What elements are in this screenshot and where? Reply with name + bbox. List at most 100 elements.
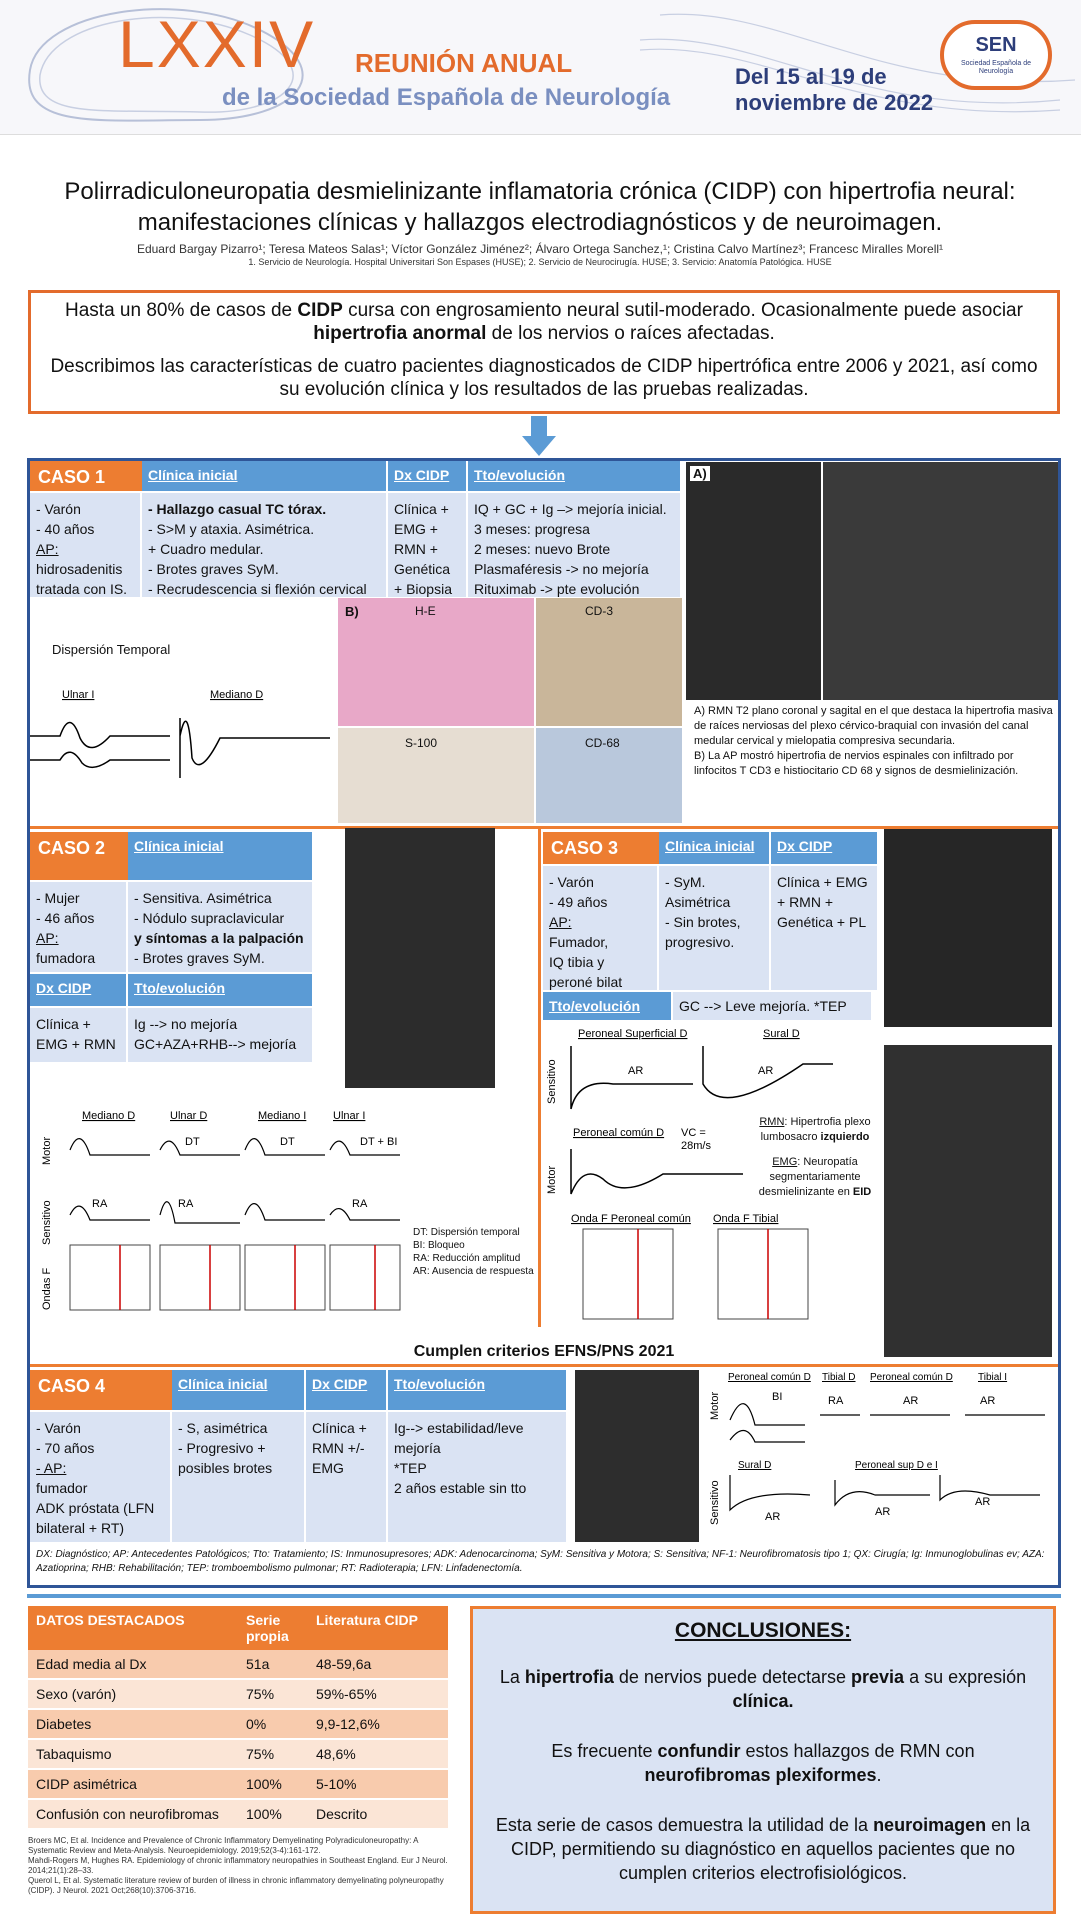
table-cell: 48,6% xyxy=(308,1739,448,1770)
clin-line: posibles brotes xyxy=(178,1460,273,1476)
text: de nervios puede detectarse xyxy=(613,1667,852,1687)
case3-rmn-note: RMN: Hipertrofia plexo lumbosacro izquie… xyxy=(750,1115,880,1145)
he-histology-image xyxy=(338,598,534,726)
text: Esta serie de casos demuestra la utilida… xyxy=(495,1815,874,1835)
conclusion-2: Es frecuente confundir estos hallazgos d… xyxy=(493,1739,1033,1787)
table-cell: 51a xyxy=(238,1650,308,1680)
tto-line: Plasmaféresis -> no mejoría xyxy=(474,561,649,577)
reference: Broers MC, Et al. Incidence and Prevalen… xyxy=(28,1836,418,1855)
dx-line: EMG xyxy=(312,1460,344,1476)
clin-line: - Recrudescencia si flexión cervical xyxy=(148,581,367,597)
intro-text: Hasta un 80% de casos de xyxy=(65,300,298,321)
col-label: Ulnar D xyxy=(170,1110,207,1122)
title-line-2: manifestaciones clínicas y hallazgos ele… xyxy=(137,209,943,236)
case4-header-clinica: Clínica inicial xyxy=(172,1370,306,1410)
psup-label: Peroneal sup D e I xyxy=(855,1460,938,1471)
clin-line: - Hallazgo casual TC tórax. xyxy=(148,501,327,517)
ar-label: AR xyxy=(975,1496,990,1508)
tib-label: Tibial D xyxy=(822,1372,856,1383)
reference: Querol L, Et al. Systematic literature r… xyxy=(28,1876,444,1895)
patient-line: AP: xyxy=(549,914,572,930)
ar-label: AR xyxy=(628,1065,643,1077)
case3-emg-note: EMG: Neuropatía segmentariamente desmiel… xyxy=(750,1155,880,1200)
patient-line: - Varón xyxy=(36,1420,81,1436)
patient-line: ADK próstata (LFN xyxy=(36,1500,155,1516)
event-dates: Del 15 al 19 de noviembre de 2022 xyxy=(735,64,935,116)
patient-line: - Mujer xyxy=(36,890,80,906)
abbreviations: DX: Diagnóstico; AP: Antecedentes Patoló… xyxy=(36,1549,1045,1574)
case1-header-clinica: Clínica inicial xyxy=(142,461,388,491)
sural-label: Sural D xyxy=(763,1028,800,1040)
conclusions-title: CONCLUSIONES: xyxy=(674,1619,852,1642)
ps-label: Peroneal Superficial D xyxy=(578,1028,688,1040)
case3-axial-mri-image xyxy=(884,829,1052,1027)
emg-label: EMG xyxy=(772,1156,798,1168)
ra-label: RA xyxy=(828,1395,844,1407)
rmn-text: : Hipertrofia plexo lumbosacro xyxy=(760,1116,871,1143)
table-cell: CIDP asimétrica xyxy=(28,1769,238,1800)
text: La xyxy=(499,1667,525,1687)
cases-frame xyxy=(27,458,1061,1588)
intro-text: cursa con engrosamiento neural sutil-mod… xyxy=(342,300,1023,321)
tto-line: 2 años estable sin tto xyxy=(394,1480,527,1496)
case2-header-clinica: Clínica inicial xyxy=(128,832,314,880)
patient-line: - 49 años xyxy=(549,894,608,910)
case1-header-tto: Tto/evolución xyxy=(468,461,682,491)
clin-line: - SyM. xyxy=(665,874,706,890)
table-header-row: DATOS DESTACADOS Serie propia Literatura… xyxy=(28,1606,448,1650)
cd3-label: CD-3 xyxy=(585,604,614,618)
dtbi-label: DT + BI xyxy=(360,1136,397,1148)
case4-axial-mri-image xyxy=(575,1370,699,1542)
case3-clinica: - SyM.Asimétrica- Sin brotes,progresivo. xyxy=(659,866,771,990)
criteria-heading: Cumplen criterios EFNS/PNS 2021 xyxy=(413,1343,675,1360)
mri-coronal-image xyxy=(823,462,1058,700)
separator xyxy=(30,826,1058,829)
sen-logo: SEN Sociedad Española de Neurología xyxy=(940,20,1052,90)
reference: Mahdi-Rogers M, Hughes RA. Epidemiology … xyxy=(28,1856,448,1875)
clin-line: - Sin brotes, xyxy=(665,914,741,930)
table-cell: 100% xyxy=(238,1799,308,1830)
dx-line: EMG + xyxy=(394,521,438,537)
patient-line: AP: xyxy=(36,541,59,557)
clin-line: - S>M y ataxia. Asimétrica. xyxy=(148,521,315,537)
ar-label: AR xyxy=(903,1395,918,1407)
case2-dx: Clínica +EMG + RMN xyxy=(30,1008,128,1062)
conclusion-1: La hipertrofia de nervios puede detectar… xyxy=(493,1665,1033,1713)
patient-line: IQ tibia y xyxy=(549,954,605,970)
pc2-label: Peroneal común D xyxy=(870,1372,953,1383)
bold-text: confundir xyxy=(657,1741,741,1761)
authors: Eduard Bargay Pizarro¹; Teresa Mateos Sa… xyxy=(136,242,944,256)
case4-clinica: - S, asimétrica- Progresivo +posibles br… xyxy=(172,1412,306,1542)
tto-line: *TEP xyxy=(394,1460,427,1476)
edition-number: LXXIV xyxy=(118,7,316,81)
patient-line: AP: xyxy=(36,930,59,946)
patient-line: tratada con IS. xyxy=(36,581,128,597)
case3-header-clinica: Clínica inicial xyxy=(659,832,771,864)
patient-line: Fumador, xyxy=(549,934,609,950)
sural-label: Sural D xyxy=(738,1460,771,1471)
label-a: A) xyxy=(690,466,710,481)
patient-line: - AP: xyxy=(36,1460,67,1476)
separator xyxy=(30,1364,1058,1367)
intro-bold: hipertrofia anormal xyxy=(313,323,487,344)
case1-ncs-traces: Ulnar I Mediano D xyxy=(30,689,330,778)
patient-line: - Varón xyxy=(549,874,594,890)
pc-label: Peroneal común D xyxy=(728,1372,811,1383)
patient-line: - 70 años xyxy=(36,1440,95,1456)
table-cell: 59%-65% xyxy=(308,1679,448,1710)
clin-line: y síntomas a la palpación xyxy=(134,930,304,946)
rmn-label: RMN xyxy=(759,1116,785,1128)
patient-line: - 40 años xyxy=(36,521,95,537)
table-cell: Tabaquismo xyxy=(28,1739,238,1770)
label-b: B) xyxy=(345,604,359,619)
case3-sagittal-mri-image xyxy=(884,1045,1052,1357)
table-cell: Edad media al Dx xyxy=(28,1650,238,1680)
ar-label: AR xyxy=(980,1395,995,1407)
